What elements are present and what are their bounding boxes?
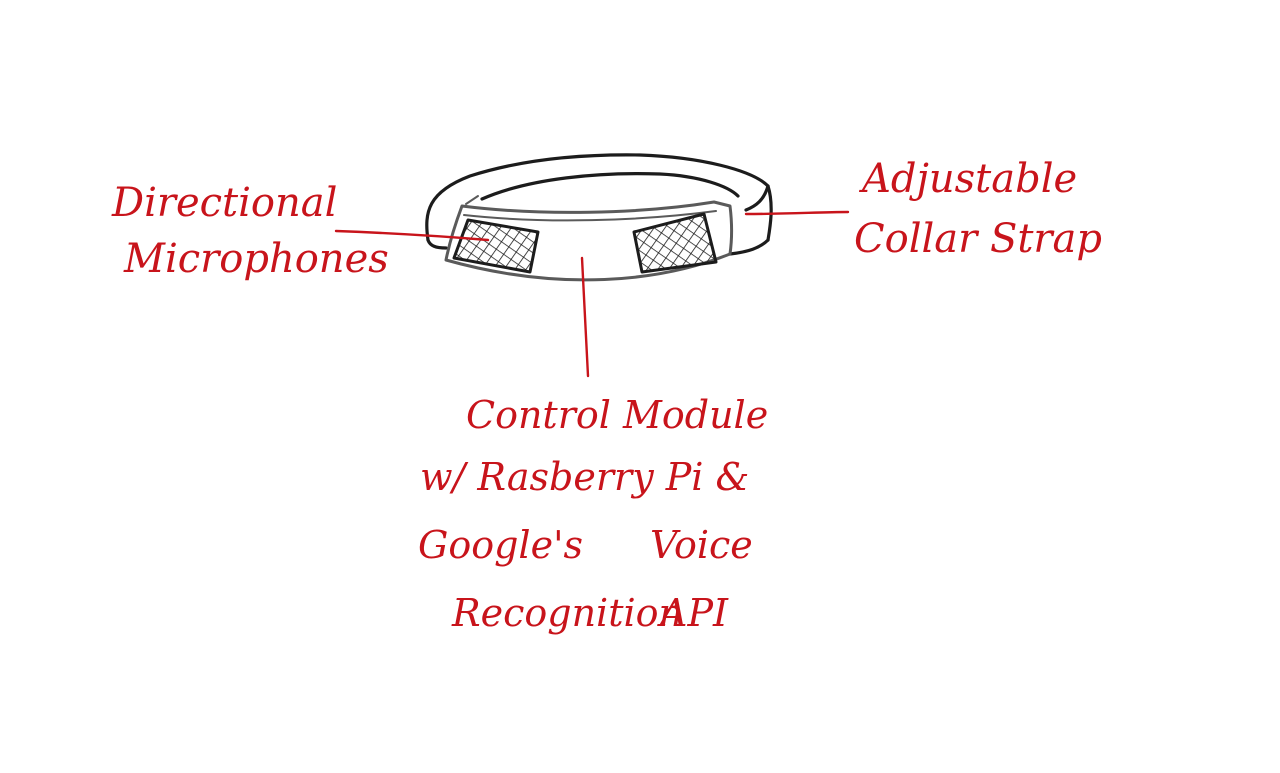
control-module-housing: [444, 195, 733, 282]
module-label-line4-right: API: [660, 591, 729, 635]
right-microphone-grille: [632, 212, 718, 274]
module-label-line4-left: Recognition: [452, 591, 683, 635]
module-label-line1: Control Module: [466, 393, 769, 437]
strap-leader-line: [744, 210, 850, 216]
microphones-label-line1: Directional: [112, 180, 338, 226]
module-label-line3-left: Google's: [418, 523, 584, 567]
left-microphone-grille: [452, 218, 540, 274]
strap-label-line2: Collar Strap: [854, 216, 1103, 262]
microphones-label-line2: Microphones: [124, 236, 389, 282]
module-leader-line: [580, 256, 590, 378]
module-label-line2: w/ Rasberry Pi &: [420, 455, 750, 499]
collar-strap: [425, 153, 773, 256]
strap-label-line1: Adjustable: [862, 156, 1078, 202]
microphones-leader-line: [334, 229, 490, 242]
module-label-line3-right: Voice: [650, 523, 753, 567]
